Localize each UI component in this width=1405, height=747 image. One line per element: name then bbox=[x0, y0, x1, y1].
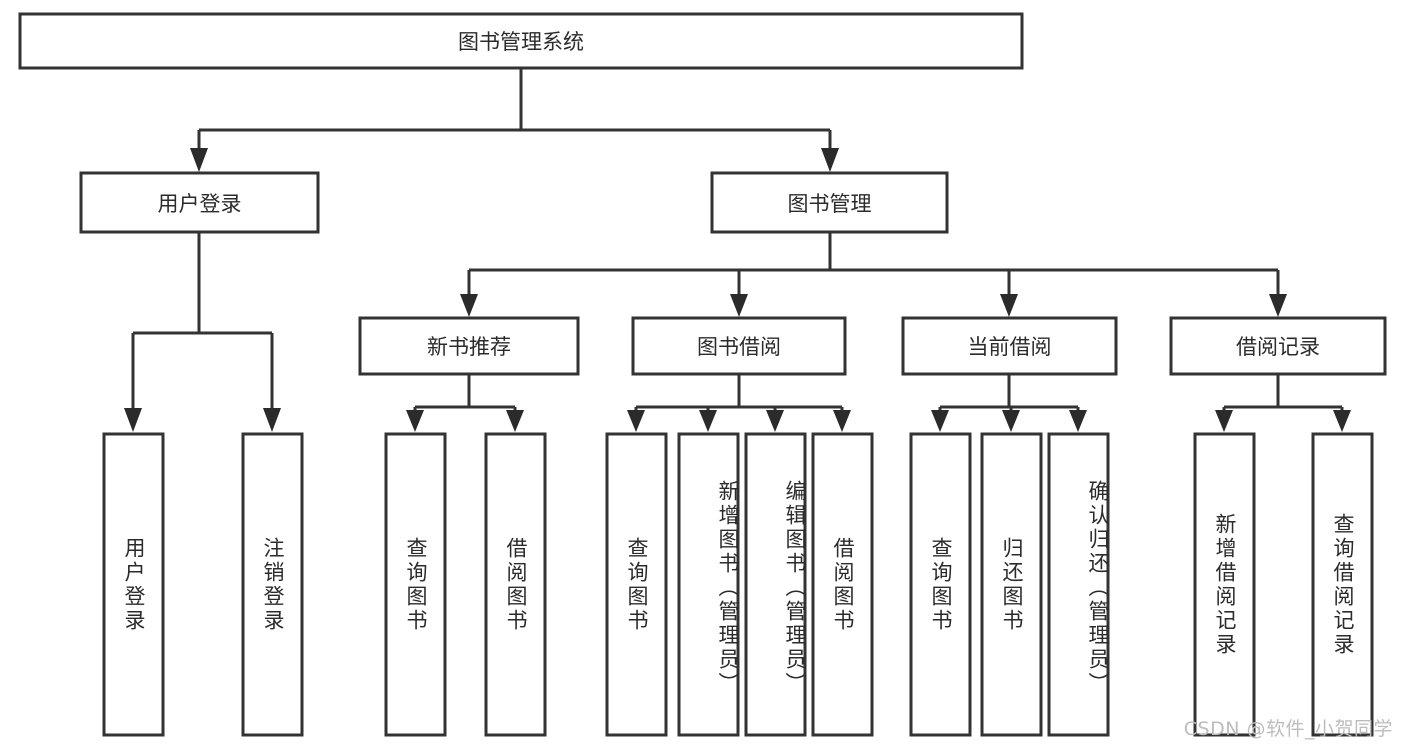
watermark-text: CSDN @软件_小贺同学 bbox=[1183, 718, 1393, 740]
arrow-head-new-book-leaf-0 bbox=[406, 410, 424, 432]
arrow-head-book-borrow-leaf-0 bbox=[627, 410, 645, 432]
arrow-head-user-login bbox=[190, 148, 208, 172]
leaf-box-borrow-record-1[interactable] bbox=[1311, 432, 1374, 737]
arrow-head-user-login-leaf-1 bbox=[263, 408, 281, 432]
connector-user-login-to-leaves bbox=[124, 232, 281, 432]
connector-borrow-record-to-leaves bbox=[1215, 374, 1351, 432]
box-current-borrow[interactable] bbox=[901, 316, 1118, 376]
arrow-head-book-borrow-leaf-3 bbox=[833, 410, 851, 432]
arrow-head-current-borrow-leaf-0 bbox=[931, 410, 949, 432]
leaf-box-new-book-0[interactable] bbox=[384, 432, 447, 737]
arrow-head-book-borrow-leaf-2 bbox=[766, 410, 784, 432]
leaf-box-user-login-1[interactable] bbox=[241, 432, 304, 737]
leaf-box-current-borrow-2[interactable] bbox=[1047, 432, 1110, 737]
leaf-box-new-book-1[interactable] bbox=[484, 432, 547, 737]
arrow-head-borrow-record-leaf-0 bbox=[1215, 410, 1233, 432]
arrow-head-new-book-recommend bbox=[460, 294, 478, 317]
box-book-borrow[interactable] bbox=[631, 316, 847, 376]
connector-book-borrow-to-leaves bbox=[627, 374, 851, 432]
connector-new-book-to-leaves bbox=[406, 374, 524, 432]
arrow-head-user-login-leaf-0 bbox=[124, 408, 142, 432]
box-user-login[interactable] bbox=[79, 171, 320, 234]
leaf-box-book-borrow-1[interactable] bbox=[677, 432, 740, 737]
box-new-book-recommend[interactable] bbox=[358, 316, 580, 376]
leaf-box-user-login-0[interactable] bbox=[102, 432, 165, 737]
leaf-box-book-borrow-0[interactable] bbox=[605, 432, 668, 737]
arrow-head-book-borrow bbox=[730, 294, 748, 317]
connector-root-to-level2 bbox=[190, 68, 839, 172]
arrow-head-current-borrow bbox=[1000, 294, 1018, 317]
leaf-box-borrow-record-0[interactable] bbox=[1193, 432, 1256, 737]
connector-current-borrow-to-leaves bbox=[931, 374, 1087, 432]
box-root[interactable] bbox=[18, 12, 1024, 70]
arrow-head-current-borrow-leaf-1 bbox=[1002, 410, 1020, 432]
box-book-management[interactable] bbox=[710, 171, 949, 234]
arrow-head-borrow-record bbox=[1269, 294, 1287, 317]
box-borrow-record[interactable] bbox=[1169, 316, 1387, 376]
arrow-head-book-management bbox=[821, 148, 839, 172]
arrow-head-borrow-record-leaf-1 bbox=[1333, 410, 1351, 432]
arrow-head-book-borrow-leaf-1 bbox=[699, 410, 717, 432]
leaf-box-current-borrow-1[interactable] bbox=[980, 432, 1043, 737]
connector-book-management-to-level3 bbox=[460, 232, 1287, 317]
arrow-head-current-borrow-leaf-2 bbox=[1069, 410, 1087, 432]
arrow-head-new-book-leaf-1 bbox=[506, 410, 524, 432]
leaf-box-current-borrow-0[interactable] bbox=[909, 432, 972, 737]
leaf-box-book-borrow-2[interactable] bbox=[744, 432, 807, 737]
leaf-box-book-borrow-3[interactable] bbox=[811, 432, 874, 737]
